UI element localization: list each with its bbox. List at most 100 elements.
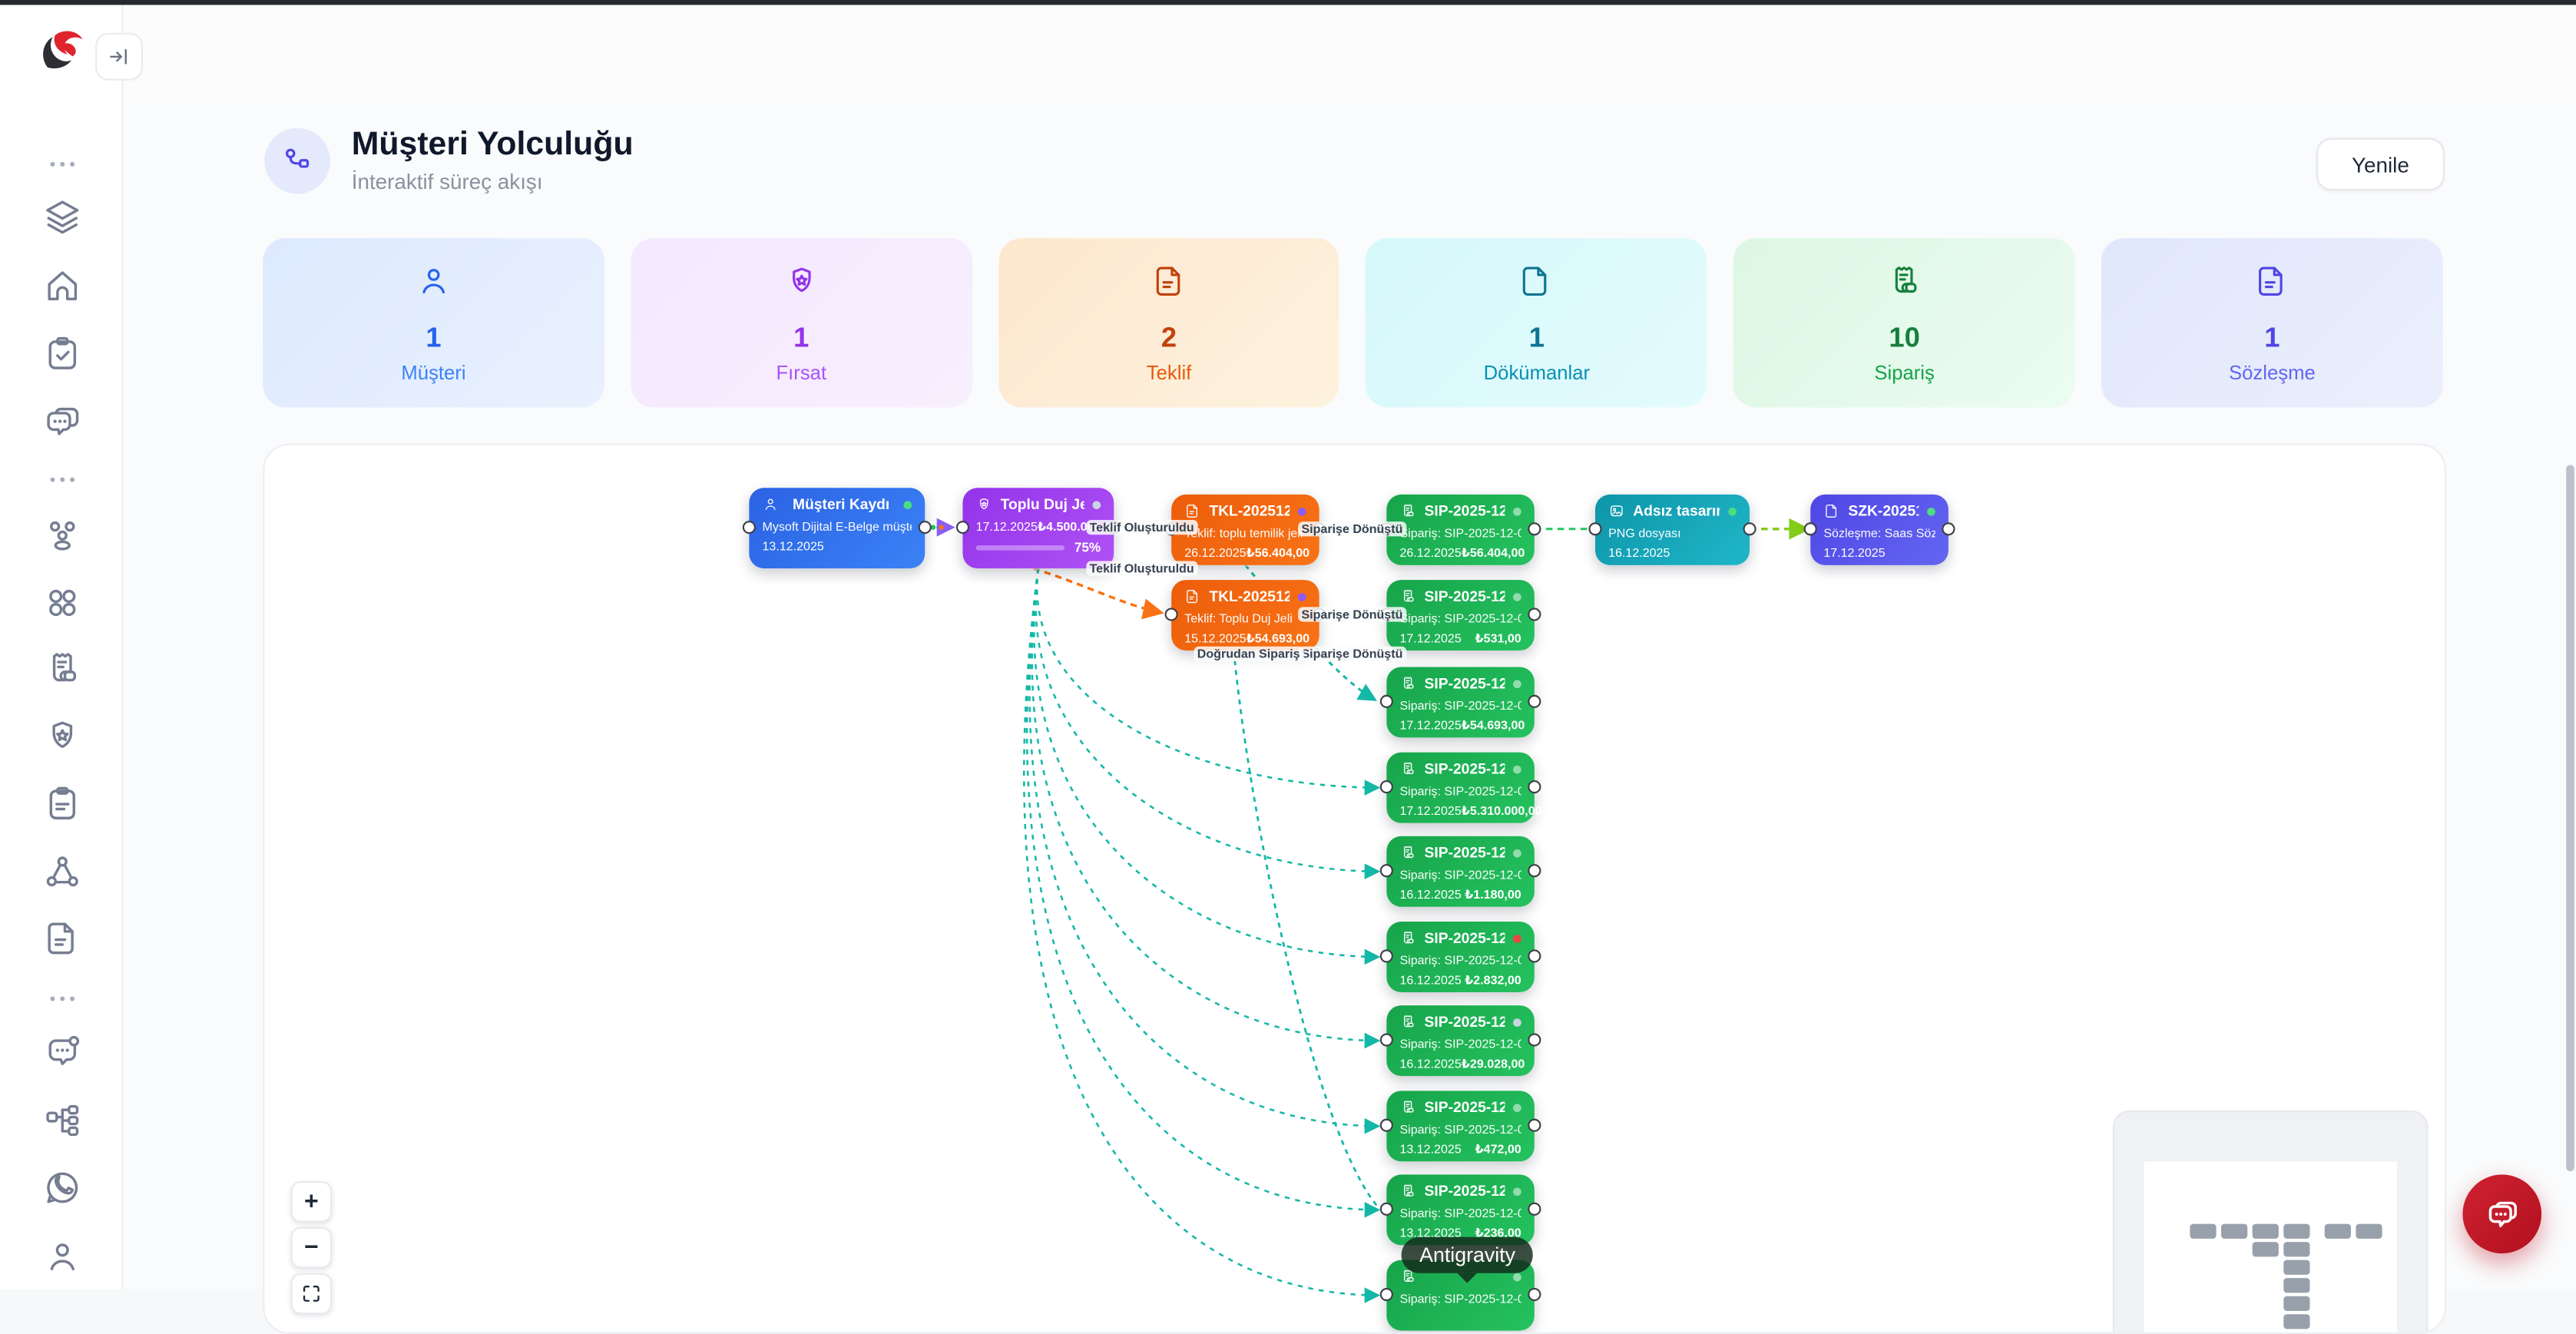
handle[interactable]	[1164, 607, 1178, 621]
page-scrollbar[interactable]	[2566, 465, 2574, 1172]
flow-node-musteri-kaydi[interactable]: Müşteri Kaydı Mysoft Dijital E-Belge müş…	[742, 488, 932, 569]
handle[interactable]	[1379, 1286, 1393, 1301]
flow-node-siparis-0005[interactable]: SIP-2025-12-0005 Sipariş: SIP-2025-12-00…	[1379, 921, 1541, 992]
handle[interactable]	[1379, 1201, 1393, 1215]
stat-label: Müşteri	[401, 361, 466, 385]
journey-flow-canvas[interactable]: Müşteri Kaydı Mysoft Dijital E-Belge müş…	[263, 443, 2447, 1334]
handle[interactable]	[1528, 1286, 1541, 1301]
sidebar-item-layers[interactable]	[43, 197, 82, 237]
sidebar-item-documents[interactable]	[43, 919, 82, 958]
sidebar-item-whatsapp[interactable]	[43, 1168, 82, 1207]
sidebar-item-workflow[interactable]	[43, 1101, 82, 1140]
edge-label: Siparişe Dönüştü	[1298, 521, 1406, 537]
zoom-out-button[interactable]: −	[290, 1226, 333, 1269]
minimap-viewport	[2144, 1161, 2397, 1332]
flow-node-teklif-6702[interactable]: TKL-202512-6702 Teklif: Toplu Duj Jeli 1…	[1164, 580, 1326, 651]
handle[interactable]	[1528, 1117, 1541, 1131]
handle[interactable]	[1379, 948, 1393, 962]
sidebar-item-opportunities[interactable]	[43, 717, 82, 756]
flow-node-sozlesme[interactable]: SZK-202512-0001 Sözleşme: Saas Sözleşmes…	[1803, 494, 1955, 565]
handle[interactable]	[1803, 521, 1817, 535]
handle[interactable]	[1379, 863, 1393, 877]
handle[interactable]	[1379, 779, 1393, 793]
handle[interactable]	[1528, 521, 1541, 535]
receipt-icon	[1399, 930, 1415, 946]
fit-view-button[interactable]	[290, 1273, 333, 1315]
sidebar-item-chat[interactable]	[43, 1031, 82, 1071]
sidebar-item-orders[interactable]	[43, 649, 82, 688]
flow-node-siparis-0010[interactable]: SIP-2025-12-0010 Sipariş: SIP-2025-12-00…	[1379, 580, 1541, 651]
handle[interactable]	[955, 520, 970, 534]
sidebar-item-profile[interactable]	[43, 1237, 82, 1276]
status-dot	[1513, 506, 1521, 515]
handle[interactable]	[1528, 1032, 1541, 1046]
receipt-icon	[1399, 1014, 1415, 1030]
handle[interactable]	[1942, 521, 1955, 535]
sidebar-item-apps[interactable]	[43, 583, 82, 622]
stat-card-dokumanlar: 1 Dökümanlar	[1366, 238, 1708, 408]
sidebar-more-icon[interactable]	[43, 460, 82, 499]
status-dot	[1513, 1272, 1521, 1281]
handle[interactable]	[1379, 1117, 1393, 1131]
handle[interactable]	[918, 520, 932, 534]
flow-node-siparis-0006[interactable]: SIP-2025-12-0006 Sipariş: SIP-2025-12-00…	[1379, 836, 1541, 907]
sidebar-item-customers[interactable]	[43, 515, 82, 554]
node-tooltip: Antigravity	[1401, 1236, 1534, 1273]
flow-minimap[interactable]	[2112, 1110, 2429, 1332]
chat-fab-button[interactable]	[2462, 1174, 2542, 1254]
flow-node-siparis-0003[interactable]: SIP-2025-12-0003 Sipariş: SIP-2025-12-00…	[1379, 1091, 1541, 1162]
handle[interactable]	[1528, 863, 1541, 877]
sidebar-collapse-button[interactable]	[95, 32, 144, 81]
progress-bar: 75%	[975, 541, 1101, 555]
journey-icon	[264, 127, 330, 194]
flow-controls: + −	[290, 1180, 333, 1315]
status-dot	[1513, 934, 1521, 942]
refresh-button[interactable]: Yenile	[2316, 137, 2445, 191]
contract-icon	[2254, 263, 2290, 299]
handle[interactable]	[1528, 779, 1541, 793]
app-logo-icon	[43, 31, 83, 69]
edge-label: Teklif Oluşturuldu	[1086, 561, 1197, 576]
handle[interactable]	[1588, 521, 1602, 535]
sidebar-more-icon[interactable]	[43, 979, 82, 1018]
stat-card-siparis: 10 Sipariş	[1733, 238, 2075, 408]
receipt-icon	[1399, 675, 1415, 691]
sidebar-item-network[interactable]	[43, 852, 82, 892]
sidebar-item-home[interactable]	[43, 266, 82, 306]
receipt-icon	[1886, 263, 1922, 299]
flow-node-dokuman[interactable]: Adsız tasarım (11).png PNG dosyası 16.12…	[1588, 494, 1757, 565]
handle[interactable]	[1379, 693, 1393, 707]
sidebar-more-icon[interactable]	[43, 144, 82, 184]
stat-card-firsat: 1 Fırsat	[631, 238, 972, 408]
sidebar-item-tasks[interactable]	[43, 333, 82, 372]
stat-label: Dökümanlar	[1483, 361, 1591, 385]
flow-node-siparis-0009[interactable]: SIP-2025-12-0009 Sipariş: SIP-2025-12-00…	[1379, 667, 1541, 738]
handle[interactable]	[1528, 948, 1541, 962]
edge-label: Siparişe Dönüştü	[1298, 646, 1406, 661]
handle[interactable]	[1528, 693, 1541, 707]
badge-icon	[976, 496, 992, 512]
sidebar-item-notes[interactable]	[43, 783, 82, 823]
handle[interactable]	[1743, 521, 1757, 535]
handle[interactable]	[1379, 1032, 1393, 1046]
contract-icon	[1823, 503, 1839, 519]
flow-node-siparis-0001[interactable]: SIP-2025-12-0001 Sipariş: SIP-2025-12-00…	[1379, 1174, 1541, 1246]
handle[interactable]	[1528, 607, 1541, 621]
status-dot	[1927, 506, 1935, 515]
flow-node-siparis-0004[interactable]: SIP-2025-12-0004 Sipariş: SIP-2025-12-00…	[1379, 1005, 1541, 1077]
stat-value: 1	[2264, 322, 2280, 353]
status-dot	[903, 500, 912, 509]
stat-value: 1	[1528, 322, 1545, 353]
handle[interactable]	[742, 520, 756, 534]
flow-node-siparis-0008[interactable]: SIP-2025-12-0008 Sipariş: SIP-2025-12-00…	[1379, 752, 1542, 823]
user-icon	[416, 263, 452, 299]
status-dot	[1728, 506, 1737, 515]
stat-label: Sözleşme	[2229, 361, 2316, 385]
zoom-in-button[interactable]: +	[290, 1180, 333, 1223]
flow-node-siparis-0011[interactable]: SIP-2025-12-0011 Sipariş: SIP-2025-12-00…	[1379, 494, 1541, 565]
edge-label: Siparişe Dönüştü	[1298, 607, 1406, 622]
handle[interactable]	[1528, 1201, 1541, 1215]
sidebar-item-messages[interactable]	[43, 401, 82, 440]
file-icon	[1518, 263, 1555, 299]
receipt-icon	[1399, 844, 1415, 860]
